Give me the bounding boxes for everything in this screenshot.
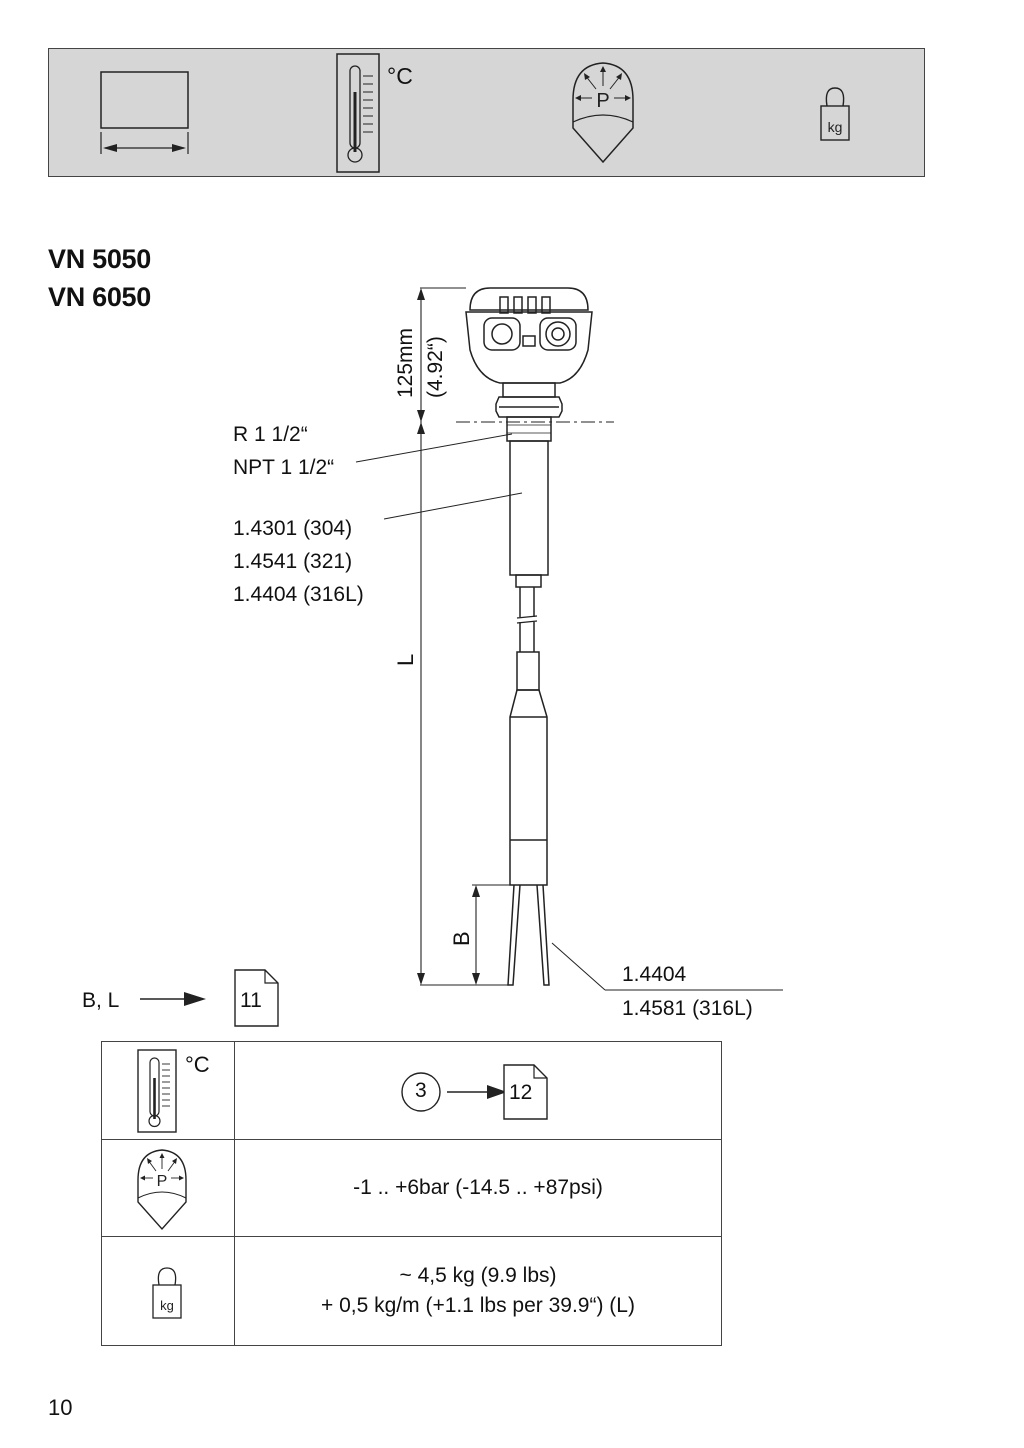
- weight-unit: kg: [828, 119, 843, 135]
- table-row-pressure: P -1 .. +6bar (-14.5 .. +87psi): [101, 1139, 722, 1237]
- tube-material-3: 1.4404 (316L): [233, 583, 364, 606]
- temperature-page-reference[interactable]: 12: [509, 1081, 533, 1104]
- dimension-b: B: [449, 931, 474, 946]
- pressure-symbol: P: [596, 90, 609, 112]
- page-reference-icon[interactable]: [233, 968, 281, 1028]
- model-name-1: VN 5050: [48, 244, 151, 274]
- thread-r-label: R 1 1/2“: [233, 423, 308, 446]
- pressure-value: -1 .. +6bar (-14.5 .. +87psi): [234, 1139, 722, 1237]
- thermometer-icon: [336, 53, 380, 173]
- thermometer-icon: [137, 1049, 177, 1133]
- pressure-icon: P: [137, 1149, 187, 1231]
- page-reference-icon[interactable]: [502, 1063, 550, 1121]
- temperature-value-cell: 3 12: [234, 1041, 722, 1140]
- table-row-temperature: °C 3 12: [101, 1041, 722, 1140]
- weight-icon: kg: [152, 1267, 182, 1319]
- head-height-in: (4.92“): [424, 336, 447, 398]
- pressure-icon: P: [572, 62, 634, 164]
- weight-value-line-1: ~ 4,5 kg (9.9 lbs): [399, 1264, 557, 1287]
- reference-label: B, L: [82, 989, 120, 1012]
- weight-unit: kg: [160, 1298, 174, 1313]
- fork-material-2: 1.4581 (316L): [622, 997, 753, 1020]
- model-name-2: VN 6050: [48, 282, 151, 312]
- weight-icon-cell: kg: [101, 1236, 235, 1346]
- spec-table: °C 3 12: [101, 1041, 722, 1346]
- tube-material-1: 1.4301 (304): [233, 517, 353, 540]
- arrow-right-icon: [447, 1085, 507, 1099]
- table-row-weight: kg ~ 4,5 kg (9.9 lbs) + 0,5 kg/m (+1.1 l…: [101, 1236, 722, 1346]
- tube-material-2: 1.4541 (321): [233, 550, 353, 573]
- weight-value-line-2: + 0,5 kg/m (+1.1 lbs per 39.9“) (L): [321, 1294, 635, 1317]
- page-reference-number[interactable]: 11: [240, 989, 262, 1012]
- weight-value-cell: ~ 4,5 kg (9.9 lbs) + 0,5 kg/m (+1.1 lbs …: [234, 1236, 722, 1346]
- note-number: 3: [415, 1079, 427, 1102]
- weight-icon: kg: [820, 87, 850, 141]
- head-height-mm: 125mm: [394, 327, 417, 398]
- sensor-drawing: [355, 287, 783, 991]
- thread-npt-label: NPT 1 1/2“: [233, 456, 335, 479]
- temperature-unit: °C: [185, 1052, 210, 1077]
- temperature-unit: °C: [387, 63, 413, 89]
- dimensions-icon: [100, 71, 189, 154]
- note-number-circle-icon: [401, 1072, 441, 1112]
- arrow-right-icon: [140, 992, 206, 1006]
- dimension-l: L: [393, 653, 418, 666]
- symbol-banner: [48, 48, 925, 177]
- temperature-icon-cell: °C: [101, 1041, 235, 1140]
- pressure-symbol: P: [157, 1173, 168, 1190]
- pressure-icon-cell: P: [101, 1139, 235, 1237]
- page-number: 10: [48, 1395, 73, 1420]
- fork-material-1: 1.4404: [622, 963, 687, 986]
